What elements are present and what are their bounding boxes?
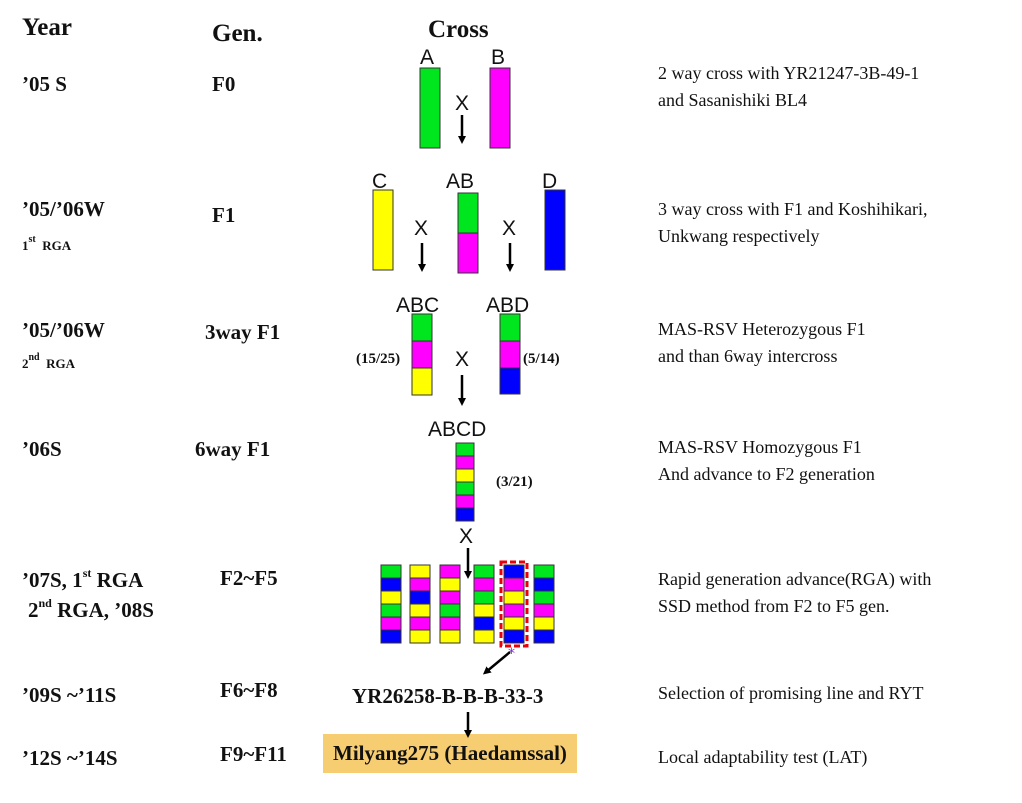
parent-ab-label: AB bbox=[446, 170, 475, 193]
arrow-6 bbox=[482, 651, 511, 675]
cross-symbol-1: X bbox=[455, 92, 470, 115]
gen-row-2: F1 bbox=[212, 203, 236, 227]
gen-row-5: F2~F5 bbox=[220, 566, 278, 590]
desc-row-2: 3 way cross with F1 and Koshihikari,Unkw… bbox=[658, 199, 928, 246]
line-6 bbox=[533, 564, 555, 644]
parent-abd-label: ABD bbox=[486, 294, 530, 317]
parent-d-label: D bbox=[542, 170, 558, 193]
cross-symbol-5: X bbox=[459, 525, 474, 548]
parent-c-label: C bbox=[372, 170, 388, 193]
year-row-6: ’09S ~’11S bbox=[22, 683, 117, 707]
year-row-3-sub: 2nd RGA bbox=[22, 352, 76, 371]
chromosome-abcd bbox=[455, 442, 475, 522]
desc-row-6: Selection of promising line and RYT bbox=[658, 683, 924, 703]
year-row-5-line2: 2nd RGA, ’08S bbox=[28, 596, 154, 622]
gen-row-3: 3way F1 bbox=[205, 320, 281, 344]
gen-header: Gen. bbox=[212, 20, 263, 47]
parent-a-label: A bbox=[420, 46, 435, 69]
chromosome-abc bbox=[411, 313, 433, 396]
line-5-selected: * bbox=[499, 560, 529, 662]
year-row-3: ’05/’06W bbox=[22, 318, 105, 342]
chromosome-a bbox=[419, 67, 441, 149]
chromosome-b bbox=[489, 67, 511, 149]
count-abc: (15/25) bbox=[356, 351, 401, 367]
year-row-2: ’05/’06W bbox=[22, 197, 105, 221]
year-row-1: ’05 S bbox=[22, 72, 67, 96]
year-row-5-line1: ’07S, 1st RGA bbox=[22, 566, 144, 592]
gen-row-6: F6~F8 bbox=[220, 678, 278, 702]
chromosome-ab bbox=[457, 192, 479, 274]
count-abd: (5/14) bbox=[523, 351, 560, 367]
gen-row-1: F0 bbox=[212, 72, 236, 96]
line-3 bbox=[439, 564, 461, 644]
cross-symbol-2: X bbox=[414, 217, 429, 240]
final-variety-box: Milyang275 (Haedamssal) bbox=[323, 734, 577, 773]
year-row-2-sub: 1st RGA bbox=[22, 234, 72, 253]
gen-row-7: F9~F11 bbox=[220, 742, 287, 766]
line-2 bbox=[409, 564, 431, 644]
year-row-7: ’12S ~’14S bbox=[22, 746, 118, 770]
gen-row-4: 6way F1 bbox=[195, 437, 271, 461]
cross-header: Cross bbox=[428, 16, 489, 43]
cross-symbol-3: X bbox=[502, 217, 517, 240]
line-1 bbox=[380, 564, 402, 644]
line-4 bbox=[473, 564, 495, 644]
chromosome-d bbox=[544, 189, 566, 271]
parent-abc-label: ABC bbox=[396, 294, 440, 317]
cross-symbol-4: X bbox=[455, 348, 470, 371]
chromosome-c bbox=[372, 189, 394, 271]
svg-text:*: * bbox=[508, 646, 515, 662]
parent-b-label: B bbox=[491, 46, 506, 69]
chromosome-abd bbox=[499, 313, 521, 395]
parent-abcd-label: ABCD bbox=[428, 418, 487, 441]
count-abcd: (3/21) bbox=[496, 474, 533, 490]
year-row-4: ’06S bbox=[22, 437, 62, 461]
selected-line-name: YR26258-B-B-B-33-3 bbox=[352, 684, 544, 708]
desc-row-7: Local adaptability test (LAT) bbox=[658, 747, 868, 767]
year-header: Year bbox=[22, 14, 72, 41]
